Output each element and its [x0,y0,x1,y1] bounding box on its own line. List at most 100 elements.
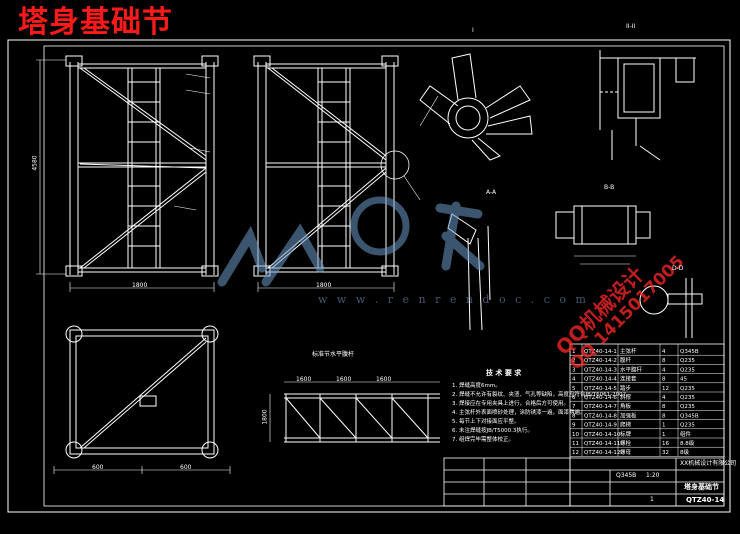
dim-main-width-2: 1800 [316,282,332,289]
bom-cell: 斜撑 [620,393,632,401]
tech-line-3: 3. 焊接应在专用夹具上进行，合格后方可使用。 [452,401,569,407]
inner-frame [43,45,725,507]
tech-line-5: 5. 每节上下对接面应平整。 [452,419,520,425]
dim-truss-2: 1600 [336,376,352,383]
bom-cell: 3 [572,367,576,373]
bom-cell: Q235 [680,395,695,401]
bom-cell: 4 [572,377,576,383]
view-label-b: B-B [604,184,615,191]
bom-cell: 4 [662,395,666,401]
view-label-d: D-D [672,265,684,272]
drawing-frame [7,39,731,513]
title-block [443,343,725,507]
bom-cell: Q235 [680,358,695,364]
bom-cell: QTZ40-14-2 [584,358,617,364]
bom-cell: 4 [662,367,666,373]
bom-cell: 7 [572,404,576,410]
bom-cell: 8 [662,413,666,419]
bom-cell: 角板 [620,402,632,410]
bom-cell: Q235 [680,386,695,392]
dim-main-width: 1800 [132,282,148,289]
bom-cell: 1 [572,349,576,355]
watermark-logo [217,196,485,287]
bom-cell: 12 [662,386,669,392]
bom-cell: 4 [662,349,666,355]
bom-cell: Q345B [680,413,699,419]
tech-line-7: 7. 组焊完毕需整体校正。 [452,437,514,443]
dim-height: 4580 [31,155,39,171]
bom-cell: 螺栓 [620,439,632,447]
bom-cell: Q345B [680,349,699,355]
bom-cell: 6 [572,395,576,401]
bom-cell: 10 [572,432,579,438]
bom-cell: QTZ40-14-9 [584,423,617,429]
bom-cell: 腹杆 [620,356,632,364]
title-block-sheet: 1 [650,496,654,503]
bom-cell: QTZ40-14-4 [584,377,617,383]
bom-cell: Q235 [680,404,695,410]
bom-cell: QTZ40-14-10 [584,432,621,438]
elevation-view-left [36,55,219,292]
bom-cell: QTZ40-14-1 [584,349,617,355]
drawing-title: 塔身基础节 [18,5,173,40]
bom-cell: 9 [572,423,576,429]
view-label-ii: II-II [626,23,636,30]
bom-cell: Q235 [680,423,695,429]
bom-cell: 加强板 [620,411,637,419]
bom-cell: 8 [662,358,666,364]
plan-view [53,325,231,474]
tech-title: 技 术 要 求 [486,369,522,377]
bom-cell: 螺母 [620,448,632,456]
view-label-i: I [472,27,474,34]
elevation-view-right [253,55,421,292]
dim-plan-right: 600 [180,464,192,471]
bom-cell: 主弦杆 [620,347,637,355]
bom-cell: 连接套 [620,375,637,383]
bom-cell: 16 [662,441,669,447]
tech-line-4: 4. 主弦杆外表面喷砂处理，涂防锈漆一遍，面漆两遍。 [452,410,586,416]
section-ii-view [599,50,696,161]
bom-cell: 8.8级 [680,439,695,447]
bom-cell: 8级 [680,448,689,456]
bom-cell: QTZ40-14-7 [584,404,617,410]
bom-cell: 11 [572,441,579,447]
tech-line-1: 1. 焊缝高度6mm。 [452,383,501,389]
tech-line-2: 2. 焊缝不允许有裂纹、夹渣、气孔等缺陷，高度应符合JB/T6061-2007。 [452,392,632,398]
bom-cell: 8 [662,404,666,410]
bom-cell: QTZ40-14-3 [584,367,617,373]
bom-cell: 标牌 [620,430,632,438]
dim-truss-3: 1600 [376,376,392,383]
view-label-a: A-A [486,189,497,196]
bom-cell: 水平腹杆 [620,365,643,373]
dim-truss-h: 1800 [261,409,269,425]
section-b-view [555,205,651,265]
bom-cell: 1 [662,423,666,429]
bom-cell: 踏步 [620,384,632,392]
watermark-url: w w w . r e n r e n d o c . c o m [318,293,589,306]
title-block-part-name: 塔身基础节 [684,483,719,491]
truss-title: 标准节水平腹杆 [312,351,355,358]
section-d-view [639,278,703,338]
bom-cell: QTZ40-14-5 [584,386,617,392]
title-block-company: XX机械设计有限公司 [680,460,737,467]
bom-cell: 12 [572,450,579,456]
bom-cell: Q235 [680,367,695,373]
bom-cell: QTZ40-14-8 [584,413,617,419]
dim-truss-1: 1600 [296,376,312,383]
bom-cell: QTZ40-14-6 [584,395,617,401]
bom-cell: 8 [662,377,666,383]
bom-cell: 8 [572,413,576,419]
bom-cell: 爬梯 [620,421,632,429]
title-block-scale: 1:20 [646,472,660,479]
bom-cell: QTZ40-14-11 [584,441,620,447]
truss-view [269,381,440,443]
dim-plan-left: 600 [92,464,104,471]
bom-cell: 45 [680,377,687,383]
bom-cell: 2 [572,358,576,364]
title-block-material: Q345B [616,472,637,479]
tech-line-6: 6. 未注焊缝按JB/T5000.3执行。 [452,428,533,434]
bom-cell: 32 [662,450,669,456]
